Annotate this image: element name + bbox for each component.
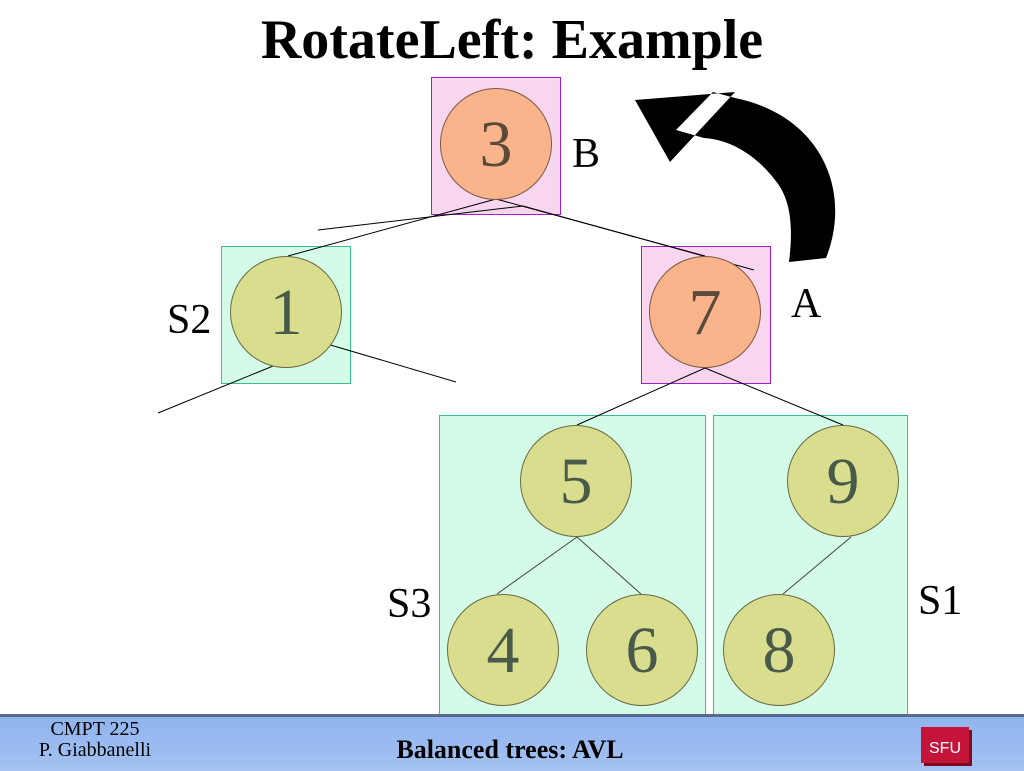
edge-3-1 xyxy=(287,198,497,257)
node-5: 5 xyxy=(520,425,632,537)
edge-9-8 xyxy=(782,536,852,595)
sfu-logo: SFU xyxy=(921,727,969,763)
edge-5-6 xyxy=(576,536,642,595)
edge-7-5 xyxy=(576,367,706,426)
slide-title: RotateLeft: Example xyxy=(260,9,764,71)
label-a: A xyxy=(791,281,822,327)
node-1: 1 xyxy=(230,256,342,368)
label-s2: S2 xyxy=(167,297,212,343)
slide-footer: CMPT 225 P. Giabbanelli Balanced trees: … xyxy=(0,714,1024,771)
node-8: 8 xyxy=(723,594,835,706)
node-6: 6 xyxy=(586,594,698,706)
rotate-left-arrow xyxy=(635,92,836,262)
label-s3: S3 xyxy=(387,581,432,627)
node-4: 4 xyxy=(447,594,559,706)
edge-1-right xyxy=(326,343,457,383)
edge-extra-left xyxy=(317,205,524,231)
edge-7-9 xyxy=(704,367,844,426)
node-9: 9 xyxy=(787,425,899,537)
node-3: 3 xyxy=(440,88,552,200)
node-7: 7 xyxy=(649,256,761,368)
course-info: CMPT 225 P. Giabbanelli xyxy=(0,719,190,761)
label-b: B xyxy=(572,131,601,177)
footer-title: Balanced trees: AVL xyxy=(396,735,624,764)
label-s1: S1 xyxy=(918,578,963,624)
course-code: CMPT 225 xyxy=(50,718,140,740)
instructor-name: P. Giabbanelli xyxy=(38,739,152,761)
edge-5-4 xyxy=(496,536,578,595)
